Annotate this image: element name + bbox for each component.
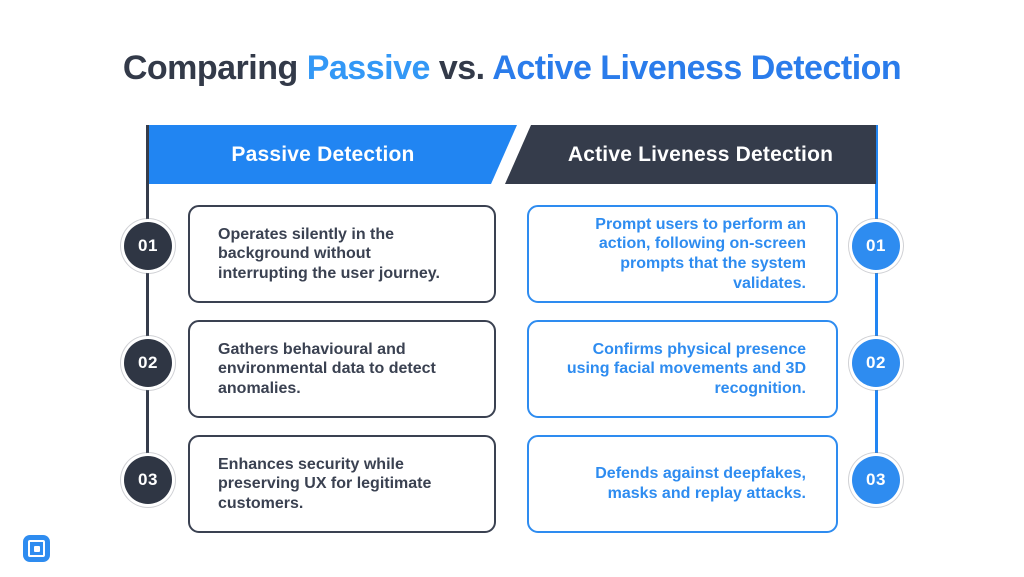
step-number: 03: [866, 470, 886, 489]
active-card-2-text: Confirms physical presence using facial …: [566, 340, 806, 397]
active-header-banner: Active Liveness Detection: [505, 125, 876, 184]
active-card-2: Confirms physical presence using facial …: [527, 320, 838, 418]
passive-header-label: Passive Detection: [231, 142, 415, 166]
active-header-label: Active Liveness Detection: [567, 142, 834, 166]
passive-card-1: Operates silently in the background with…: [188, 205, 496, 303]
step-number: 01: [138, 236, 158, 255]
passive-step-circle-3: 03: [124, 456, 172, 504]
step-number: 03: [138, 470, 158, 489]
logo-inner-ring: [28, 540, 45, 557]
passive-card-3: Enhances security while preserving UX fo…: [188, 435, 496, 533]
active-step-circle-1: 01: [852, 222, 900, 270]
passive-step-circle-1: 01: [124, 222, 172, 270]
step-number: 02: [138, 353, 158, 372]
page-title: Comparing Passive vs. Active Liveness De…: [0, 49, 1024, 87]
active-card-1: Prompt users to perform an action, follo…: [527, 205, 838, 303]
active-card-3-text: Defends against deepfakes, masks and rep…: [595, 465, 806, 502]
passive-timeline-line: [146, 125, 149, 481]
title-part-comparing: Comparing: [122, 49, 298, 87]
passive-header-banner: Passive Detection: [149, 125, 517, 184]
title-part-passive: Passive: [306, 49, 431, 87]
brand-logo-icon: [23, 535, 50, 562]
step-number: 01: [866, 236, 886, 255]
passive-card-2-text: Gathers behavioural and environmental da…: [218, 340, 436, 397]
active-step-circle-2: 02: [852, 339, 900, 387]
step-number: 02: [866, 353, 886, 372]
passive-card-2: Gathers behavioural and environmental da…: [188, 320, 496, 418]
title-part-active: Active Liveness Detection: [492, 49, 902, 87]
passive-card-3-text: Enhances security while preserving UX fo…: [218, 455, 432, 512]
active-card-3: Defends against deepfakes, masks and rep…: [527, 435, 838, 533]
logo-center-square: [33, 545, 40, 552]
active-timeline-line: [875, 125, 878, 481]
active-card-1-text: Prompt users to perform an action, follo…: [595, 215, 806, 292]
active-step-circle-3: 03: [852, 456, 900, 504]
passive-step-circle-2: 02: [124, 339, 172, 387]
title-part-vs: vs.: [438, 49, 485, 87]
passive-card-1-text: Operates silently in the background with…: [218, 225, 440, 282]
